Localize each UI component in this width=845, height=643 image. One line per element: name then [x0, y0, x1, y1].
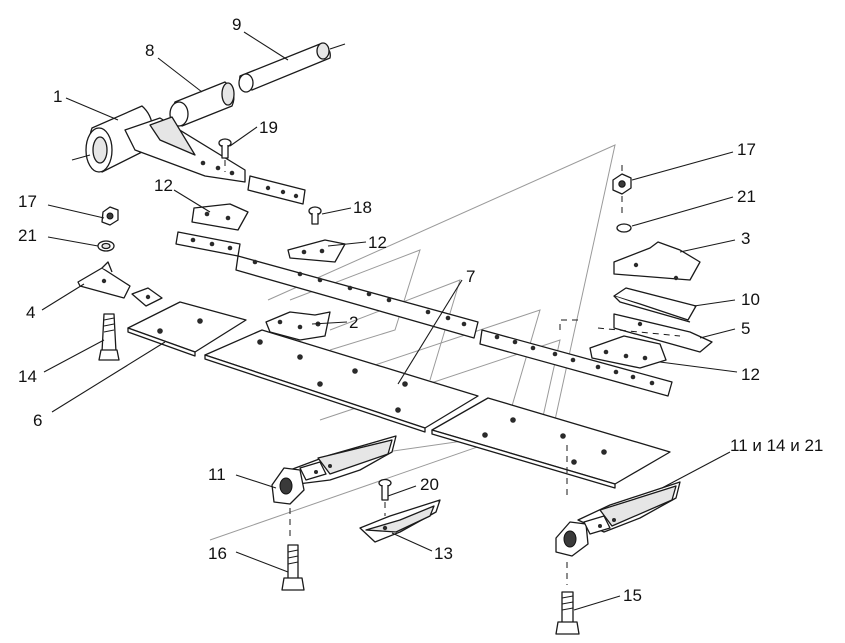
label-11-14-21: 11 и 14 и 21	[730, 436, 823, 455]
knife-back-bar-right	[479, 329, 673, 397]
bolt-part-16	[281, 544, 305, 591]
label-3: 3	[741, 229, 750, 248]
rivet-part-19	[218, 138, 232, 172]
pin-part-9	[238, 42, 346, 93]
plate-part-12-middle	[287, 239, 346, 263]
label-2: 2	[349, 313, 358, 332]
label-15: 15	[623, 586, 642, 605]
nut-part-17-right	[612, 173, 632, 195]
washer-part-21-right	[616, 223, 632, 233]
label-12-upper: 12	[154, 176, 173, 195]
label-17-right: 17	[737, 140, 756, 159]
rivet-part-20	[378, 478, 392, 501]
knife-section-piece	[247, 175, 306, 205]
plate-right-lower	[431, 397, 671, 489]
knife-back-bar-left	[235, 255, 479, 339]
label-12-lower: 12	[741, 365, 760, 384]
plate-part-10	[613, 287, 697, 323]
label-5: 5	[741, 319, 750, 338]
guard-part-11-left	[271, 435, 397, 505]
plate-part-12-lower	[589, 335, 667, 369]
label-12-middle: 12	[368, 233, 387, 252]
label-9: 9	[232, 15, 241, 34]
plate-part-4	[77, 261, 163, 307]
label-17-left: 17	[18, 192, 37, 211]
bracket-part-3	[613, 241, 701, 281]
label-13: 13	[434, 544, 453, 563]
label-16: 16	[208, 544, 227, 563]
leader-lines	[41, 31, 738, 611]
label-19: 19	[259, 118, 278, 137]
sleeve-part-1	[71, 105, 246, 183]
nut-part-17-left	[101, 206, 119, 226]
knife-section-part-13	[359, 499, 441, 543]
label-6: 6	[33, 411, 42, 430]
label-20: 20	[420, 475, 439, 494]
label-11: 11	[208, 465, 226, 484]
plate-part-5	[613, 313, 713, 353]
label-4: 4	[26, 303, 35, 322]
label-14: 14	[18, 367, 37, 386]
spacer-plate	[175, 231, 241, 257]
label-21-left: 21	[18, 226, 37, 245]
rivet-part-18	[308, 206, 322, 225]
label-7: 7	[466, 267, 475, 286]
label-1: 1	[53, 87, 62, 106]
washer-part-21-left	[97, 240, 115, 252]
label-10: 10	[741, 290, 760, 309]
plate-part-7	[204, 329, 479, 433]
bolt-part-14	[98, 313, 120, 361]
guard-part-11-right	[555, 481, 681, 557]
plate-part-6	[127, 301, 247, 357]
label-8: 8	[145, 41, 154, 60]
label-21-right: 21	[737, 187, 756, 206]
bolt-part-15	[555, 591, 580, 635]
label-18: 18	[353, 198, 372, 217]
bushing-part-8	[169, 81, 235, 127]
plate-part-12-upper	[191, 203, 249, 231]
